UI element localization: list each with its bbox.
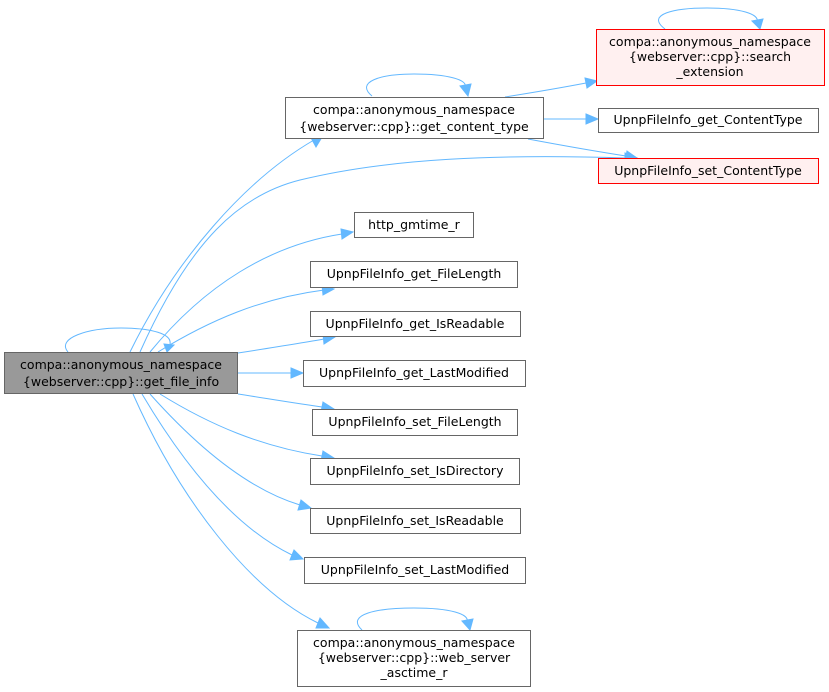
- edge-get-file-info-to-web-server-asctime-r-arrow: [315, 617, 331, 629]
- edge-get-file-info-to-set-last-modified: [141, 393, 293, 556]
- edge-web-server-asctime-r-self-arrow: [461, 618, 474, 632]
- node-upnp-set-content-type-label: UpnpFileInfo_set_ContentType: [614, 163, 802, 178]
- edge-get-content-type-to-set-contenttype: [527, 138, 627, 157]
- node-upnp-set-file-length-box: [312, 409, 518, 436]
- node-upnp-set-is-readable-label: UpnpFileInfo_set_IsReadable: [326, 513, 504, 528]
- node-search-extension-label-2: {webserver::cpp}::search: [629, 49, 791, 64]
- node-upnp-get-is-readable-label: UpnpFileInfo_get_IsReadable: [326, 316, 505, 331]
- node-upnp-get-content-type-label: UpnpFileInfo_get_ContentType: [614, 112, 803, 127]
- edge-get-content-type-self: [366, 73, 466, 97]
- node-upnp-set-is-directory[interactable]: UpnpFileInfo_set_IsDirectory: [310, 458, 520, 485]
- edge-get-file-info-self: [65, 327, 171, 353]
- node-upnp-get-file-length-box: [310, 261, 518, 288]
- node-web-server-asctime-r-label-2: {webserver::cpp}::web_server: [318, 650, 511, 665]
- edge-get-file-info-to-get-content-type: [129, 139, 315, 353]
- edge-web-server-asctime-r-self: [356, 607, 468, 631]
- edge-search-extension-self: [658, 7, 758, 30]
- node-upnp-set-content-type[interactable]: UpnpFileInfo_set_ContentType: [598, 158, 819, 184]
- node-upnp-get-last-modified-box: [303, 360, 526, 387]
- node-upnp-get-content-type-box: [598, 108, 819, 133]
- edge-get-file-info-to-set-file-length: [237, 393, 323, 408]
- node-web-server-asctime-r[interactable]: compa::anonymous_namespace {webserver::c…: [297, 630, 531, 687]
- node-http-gmtime-r-box: [354, 212, 474, 238]
- node-upnp-set-file-length-label: UpnpFileInfo_set_FileLength: [328, 414, 501, 429]
- node-http-gmtime-r[interactable]: http_gmtime_r: [354, 212, 474, 238]
- edge-get-content-type-to-get-contenttype-arrow: [585, 113, 600, 125]
- node-web-server-asctime-r-box: [297, 630, 531, 687]
- node-search-extension[interactable]: compa::anonymous_namespace {webserver::c…: [596, 29, 825, 86]
- node-upnp-set-last-modified[interactable]: UpnpFileInfo_set_LastModified: [304, 557, 526, 584]
- edge-get-file-info-to-get-is-readable: [237, 338, 325, 354]
- edge-get-content-type-to-search-extension: [504, 82, 587, 98]
- edge-search-extension-self-arrow: [750, 18, 764, 30]
- node-upnp-get-file-length-label: UpnpFileInfo_get_FileLength: [327, 266, 502, 281]
- node-upnp-set-last-modified-label: UpnpFileInfo_set_LastModified: [321, 562, 510, 577]
- node-http-gmtime-r-label: http_gmtime_r: [368, 217, 461, 232]
- node-get-content-type-box: [285, 97, 544, 139]
- edge-get-content-type-to-search-extension-arrow: [584, 77, 599, 89]
- node-upnp-get-last-modified-label: UpnpFileInfo_get_LastModified: [319, 365, 509, 380]
- node-get-content-type[interactable]: compa::anonymous_namespace {webserver::c…: [285, 97, 544, 139]
- node-upnp-set-is-directory-box: [310, 458, 520, 485]
- node-upnp-get-is-readable-box: [310, 311, 521, 337]
- node-search-extension-label-1: compa::anonymous_namespace: [609, 34, 811, 49]
- node-get-content-type-label-2: {webserver::cpp}::get_content_type: [299, 119, 529, 134]
- node-get-file-info-label-2: {webserver::cpp}::get_file_info: [23, 374, 219, 389]
- node-search-extension-label-3: _extension: [675, 64, 743, 79]
- edge-get-file-info-to-set-last-modified-arrow: [289, 549, 305, 561]
- node-upnp-set-is-readable[interactable]: UpnpFileInfo_set_IsReadable: [310, 508, 521, 534]
- nodes: compa::anonymous_namespace {webserver::c…: [4, 29, 825, 687]
- edge-get-content-type-self-arrow: [459, 83, 472, 98]
- edge-get-file-info-to-set-content-type: [139, 156, 627, 353]
- node-get-file-info-box: [4, 352, 238, 394]
- node-get-file-info-label-1: compa::anonymous_namespace: [20, 357, 222, 372]
- node-upnp-set-file-length[interactable]: UpnpFileInfo_set_FileLength: [312, 409, 518, 436]
- node-upnp-get-file-length[interactable]: UpnpFileInfo_get_FileLength: [310, 261, 518, 288]
- edge-get-file-info-to-set-is-readable: [149, 393, 301, 506]
- edge-get-file-info-to-set-is-directory: [159, 393, 323, 457]
- edge-get-file-info-to-http-gmtime-r: [149, 233, 343, 353]
- node-web-server-asctime-r-label-1: compa::anonymous_namespace: [313, 635, 515, 650]
- node-get-content-type-label-1: compa::anonymous_namespace: [313, 102, 515, 117]
- node-upnp-set-content-type-box: [598, 158, 819, 184]
- node-upnp-get-last-modified[interactable]: UpnpFileInfo_get_LastModified: [303, 360, 526, 387]
- node-upnp-get-content-type[interactable]: UpnpFileInfo_get_ContentType: [598, 108, 819, 133]
- node-web-server-asctime-r-label-3: _asctime_r: [380, 665, 449, 680]
- node-upnp-get-is-readable[interactable]: UpnpFileInfo_get_IsReadable: [310, 311, 521, 337]
- node-get-file-info[interactable]: compa::anonymous_namespace {webserver::c…: [4, 352, 238, 394]
- edge-get-file-info-to-set-is-readable-arrow: [297, 499, 313, 511]
- edge-get-file-info-to-get-file-length: [157, 289, 325, 353]
- edge-get-file-info-to-http-gmtime-r-arrow: [340, 228, 355, 240]
- node-search-extension-box: [596, 29, 825, 86]
- node-upnp-set-last-modified-box: [304, 557, 526, 584]
- edge-get-file-info-to-get-last-modified-arrow: [290, 367, 305, 379]
- node-upnp-set-is-readable-box: [310, 508, 521, 534]
- node-upnp-set-is-directory-label: UpnpFileInfo_set_IsDirectory: [327, 463, 505, 478]
- edge-get-file-info-to-web-server-asctime-r: [132, 393, 319, 624]
